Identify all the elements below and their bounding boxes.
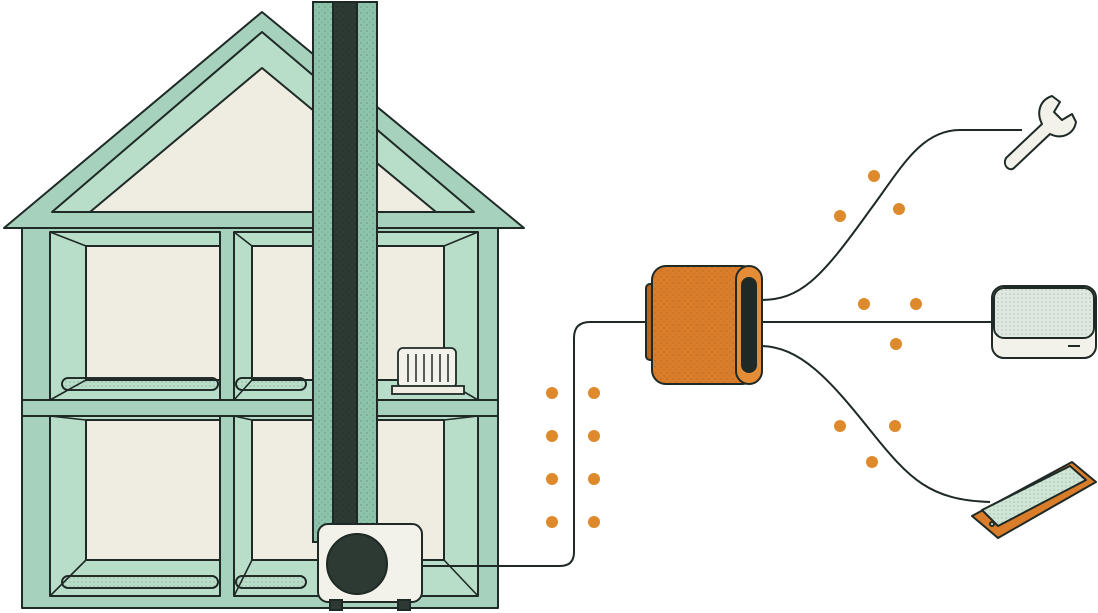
signal-dot — [868, 170, 880, 182]
signal-dot — [866, 456, 878, 468]
signal-dot — [546, 473, 558, 485]
signal-dot — [588, 473, 600, 485]
signal-dot — [889, 420, 901, 432]
signal-dots — [546, 170, 922, 528]
heat-pump-outdoor-unit — [317, 523, 423, 611]
smartphone-icon — [971, 461, 1097, 539]
cable-controller-to-wrench — [759, 129, 1022, 301]
signal-dot — [546, 516, 558, 528]
floor-slab — [21, 399, 499, 417]
cable-heatpump-to-controller — [422, 321, 650, 567]
room-lower-left — [85, 419, 221, 561]
signal-dot — [834, 420, 846, 432]
cable-controller-to-phone — [759, 345, 991, 503]
signal-dot — [588, 387, 600, 399]
connection-cables — [422, 129, 1022, 567]
signal-dot — [834, 210, 846, 222]
signal-dot — [546, 387, 558, 399]
wrench-icon — [1004, 95, 1077, 171]
room-upper-left — [85, 245, 221, 381]
smart-hub-device — [991, 285, 1097, 359]
radiator-icon — [391, 347, 465, 395]
house-illustration — [3, 11, 525, 609]
signal-dot — [588, 516, 600, 528]
underfloor-heating-icon — [61, 377, 307, 391]
signal-dot — [858, 298, 870, 310]
signal-dot — [588, 430, 600, 442]
signal-dot — [890, 338, 902, 350]
underfloor-heating-icon-ground — [61, 575, 307, 589]
signal-dot — [910, 298, 922, 310]
signal-dot — [893, 203, 905, 215]
signal-dot — [546, 430, 558, 442]
chimney-flue — [312, 1, 378, 543]
controller-hub-device — [645, 265, 763, 385]
